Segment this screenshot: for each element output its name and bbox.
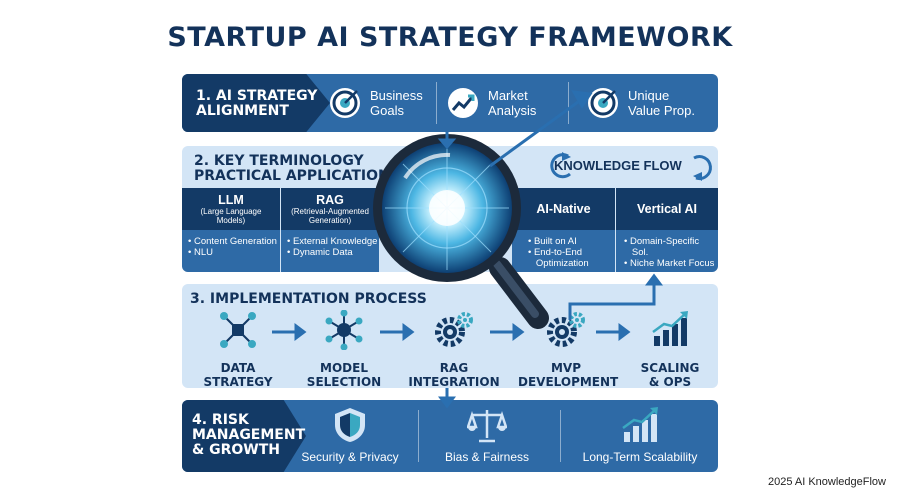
divider	[418, 410, 419, 462]
divider	[436, 82, 437, 124]
risk-item-scalability: Long-Term Scalability	[562, 400, 718, 472]
footer-credit: 2025 AI KnowledgeFlow	[767, 476, 886, 488]
risk-item-bias: Bias & Fairness	[424, 400, 550, 472]
section1-heading-bg	[182, 74, 330, 132]
term-bullets: • External Knowledge • Dynamic Data	[281, 230, 379, 272]
section4-heading-bg	[182, 400, 306, 472]
term-ai-native: AI-Native • Built on AI • End-to-End Opt…	[512, 188, 615, 272]
section1-heading: 1. AI STRATEGY ALIGNMENT	[196, 89, 317, 119]
term-heading: Vertical AI	[616, 188, 718, 230]
gears-icon	[547, 312, 585, 347]
gears-icon	[435, 312, 473, 347]
knowledge-flow-label: KNOWLEDGE FLOW	[554, 158, 682, 173]
target-icon	[588, 88, 618, 118]
term-llm: LLM (Large Language Models) • Content Ge…	[182, 188, 280, 272]
term-bullets: • Domain-Specific Sol. • Niche Market Fo…	[616, 230, 718, 272]
step-label: SCALING& OPS	[640, 361, 700, 389]
term-vertical-ai: Vertical AI • Domain-Specific Sol. • Nic…	[616, 188, 718, 272]
network-icon	[220, 312, 256, 348]
divider	[560, 410, 561, 462]
scales-icon	[467, 410, 507, 443]
divider	[568, 82, 569, 124]
page-title: STARTUP AI STRATEGY FRAMEWORK	[167, 22, 733, 53]
term-heading: AI-Native	[512, 188, 615, 230]
step-scaling-ops: SCALING& OPS	[622, 310, 718, 389]
section-risk-growth: 4. RISK MANAGEMENT & GROWTH	[182, 400, 718, 472]
target-icon	[330, 88, 360, 118]
section1-heading-line1: 1. AI STRATEGY	[196, 88, 318, 104]
term-rag: RAG (Retrieval-Augmented Generation) • E…	[281, 188, 379, 272]
section4-heading: 4. RISK MANAGEMENT & GROWTH	[192, 412, 306, 458]
risk-item-label: Bias & Fairness	[444, 450, 530, 464]
section2-heading: 2. KEY TERMINOLOGY PRACTICAL APPLICATION	[194, 154, 390, 184]
shield-icon	[335, 408, 365, 442]
section2-heading-line2: PRACTICAL APPLICATION	[194, 168, 390, 184]
term-heading: RAG (Retrieval-Augmented Generation)	[281, 188, 379, 230]
growth-chart-icon	[652, 311, 688, 346]
risk-item-security: Security & Privacy	[292, 400, 408, 472]
term-bullets: • Built on AI • End-to-End Optimization	[512, 230, 615, 272]
risk-item-label: Long-Term Scalability	[582, 450, 698, 464]
risk-item-label: Security & Privacy	[301, 450, 399, 464]
neural-node-icon	[325, 309, 363, 351]
section2-heading-line1: 2. KEY TERMINOLOGY	[194, 153, 364, 169]
section3-heading: 3. IMPLEMENTATION PROCESS	[190, 291, 427, 307]
growth-chart-icon	[622, 407, 658, 442]
cycle-arrows-icon	[550, 152, 712, 181]
section1-heading-line2: ALIGNMENT	[196, 103, 289, 119]
magnifier-handle	[489, 257, 549, 329]
term-heading: LLM (Large Language Models)	[182, 188, 280, 230]
trend-chart-icon	[448, 88, 478, 118]
term-bullets: • Content Generation • NLU	[182, 230, 280, 272]
